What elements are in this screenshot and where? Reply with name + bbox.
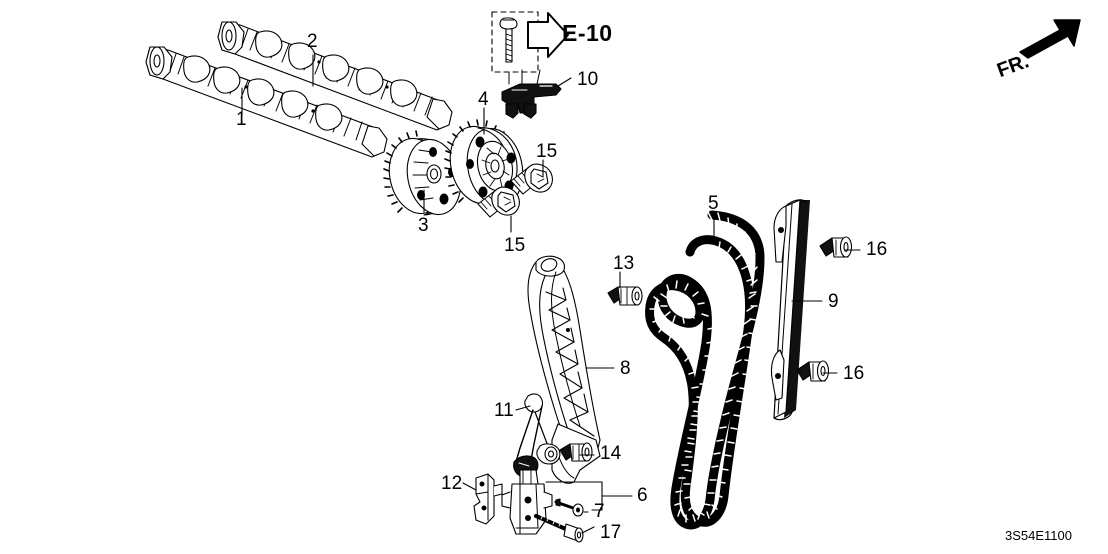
camshaft-rear-art (217, 21, 453, 131)
e10-callout-art (491, 11, 569, 85)
part-label-16-upper: 16 (866, 239, 888, 260)
part-label-2: 2 (307, 31, 318, 52)
chain-guide-rail-art (770, 199, 810, 421)
sprocket-bolt-15-upper-art (510, 163, 553, 195)
tensioner-bolt-17-art (534, 514, 584, 543)
pivot-bolt-13-art (607, 286, 643, 306)
part-label-13: 13 (613, 253, 635, 274)
part-label-8: 8 (620, 358, 631, 379)
sprocket-bolt-15-lower-art (477, 186, 520, 218)
rail-bolt-16-lower-art (796, 360, 830, 382)
part-label-15-upper: 15 (536, 141, 558, 162)
part-label-7: 7 (594, 501, 605, 522)
cam-sprocket-lower-art (383, 130, 462, 216)
part-label-5: 5 (708, 193, 719, 214)
part-label-6: 6 (637, 485, 648, 506)
rail-bolt-16-upper-art (819, 236, 853, 258)
timing-chain-art (645, 210, 765, 530)
part-label-11: 11 (494, 400, 514, 421)
leader-lines (241, 54, 861, 534)
part-label-4: 4 (478, 89, 489, 110)
reference-callout-e10[interactable]: E-10 (562, 20, 613, 46)
part-label-15-lower: 15 (504, 235, 526, 256)
orientation-arrow-art (1019, 19, 1081, 59)
pivot-bolt-14-art (559, 442, 593, 462)
side-bracket-art (473, 473, 503, 525)
tensioner-pin-art (554, 498, 584, 517)
part-label-10: 10 (577, 69, 599, 90)
part-label-14: 14 (600, 443, 622, 464)
chain-holder-bracket-art (501, 69, 562, 119)
part-label-12: 12 (441, 473, 463, 494)
part-label-9: 9 (828, 291, 839, 312)
diagram-code: 3S54E1100 (1005, 528, 1072, 543)
part-label-3: 3 (418, 215, 429, 236)
chain-tensioner-assy-art (501, 469, 553, 535)
vtc-actuator-art (444, 119, 524, 207)
camshaft-front-art (145, 46, 388, 158)
part-label-17: 17 (600, 522, 622, 543)
part-label-16-lower: 16 (843, 363, 865, 384)
part-label-1: 1 (236, 109, 247, 130)
